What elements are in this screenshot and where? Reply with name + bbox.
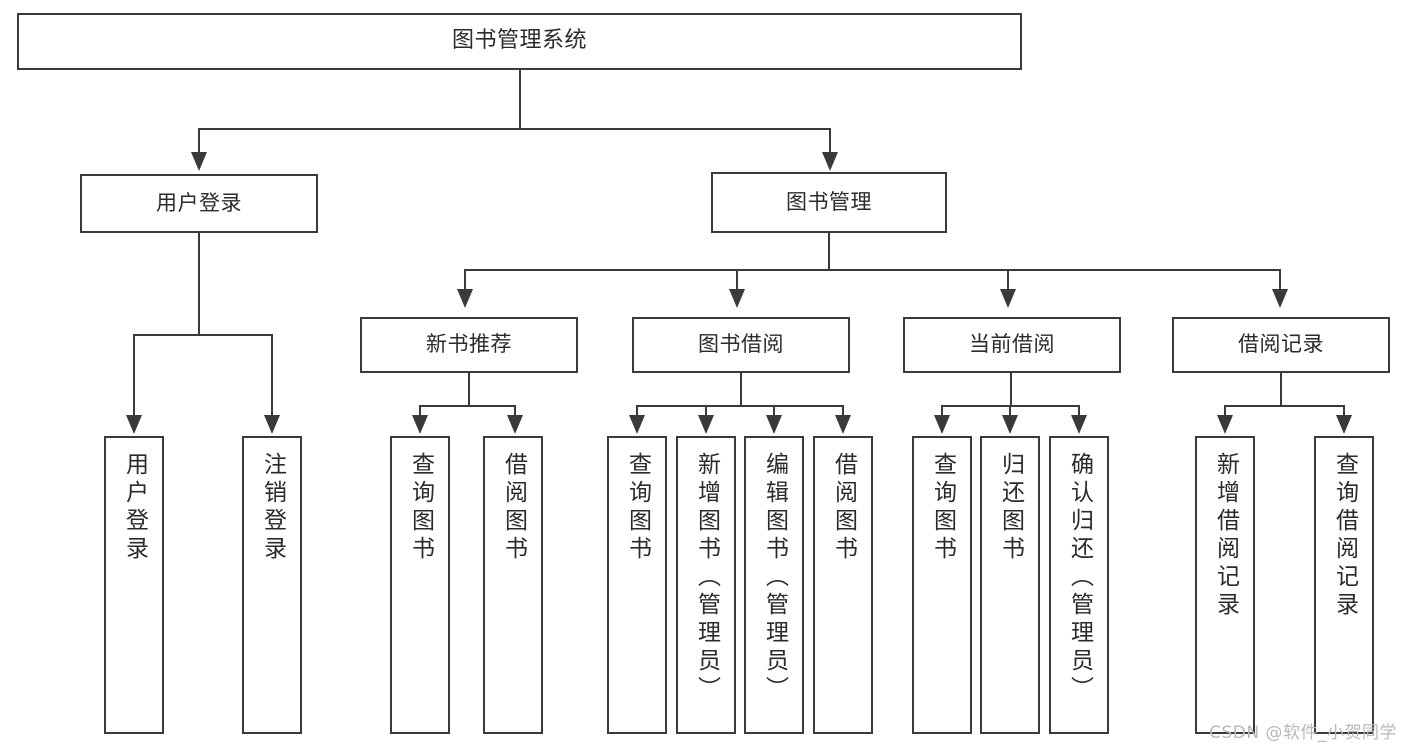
arrowhead-down-icon [822, 152, 838, 171]
connector-bookmgmt-drop-1 [464, 269, 466, 291]
connector-userlogin-drop-1 [133, 334, 135, 417]
leaf-add-book-admin[interactable]: 新增图书（管理员） [676, 436, 736, 734]
connector-bookborrow-drop-3 [773, 405, 775, 417]
connector-currentborrow-drop-3 [1078, 405, 1080, 417]
arrowhead-down-icon [835, 415, 851, 434]
arrowhead-down-icon [729, 289, 745, 308]
node-label: 用户登录 [156, 190, 242, 215]
leaf-query-borrow-record[interactable]: 查询借阅记录 [1314, 436, 1374, 734]
watermark: CSDN @软件_小贺同学 [1209, 723, 1397, 743]
leaf-borrow-book-recommend[interactable]: 借阅图书 [483, 436, 543, 734]
leaf-edit-book-admin[interactable]: 编辑图书（管理员） [744, 436, 804, 734]
arrowhead-down-icon [507, 415, 523, 434]
connector-bookmgmt-bus [464, 269, 1280, 271]
connector-bookborrow-bus [636, 405, 843, 407]
arrowhead-down-icon [698, 415, 714, 434]
node-label: 编辑图书（管理员） [761, 452, 788, 704]
leaf-borrow-book[interactable]: 借阅图书 [813, 436, 873, 734]
arrowhead-down-icon [412, 415, 428, 434]
arrowhead-down-icon [457, 289, 473, 308]
node-label: 新书推荐 [426, 332, 512, 357]
node-label: 归还图书 [997, 452, 1024, 564]
arrowhead-down-icon [264, 415, 280, 434]
node-label: 图书借阅 [698, 332, 784, 357]
arrowhead-down-icon [1336, 415, 1352, 434]
arrowhead-down-icon [1272, 289, 1288, 308]
connector-borrowrecord-bus [1224, 405, 1344, 407]
node-label: 新增借阅记录 [1212, 452, 1239, 620]
arrowhead-down-icon [1002, 415, 1018, 434]
node-level2-book-borrow[interactable]: 图书借阅 [632, 317, 850, 373]
connector-userlogin-stem [198, 233, 200, 335]
leaf-logout[interactable]: 注销登录 [242, 436, 302, 734]
node-level2-new-book-recommend[interactable]: 新书推荐 [360, 317, 578, 373]
connector-newbook-bus [419, 405, 515, 407]
node-label: 图书管理系统 [451, 28, 587, 54]
leaf-user-login[interactable]: 用户登录 [104, 436, 164, 734]
connector-root-bus [198, 128, 830, 130]
leaf-query-book-current[interactable]: 查询图书 [912, 436, 972, 734]
connector-newbook-drop-2 [514, 405, 516, 417]
connector-currentborrow-stem [1010, 373, 1012, 407]
connector-bookborrow-stem [740, 373, 742, 407]
connector-currentborrow-drop-1 [941, 405, 943, 417]
connector-root-drop-left [198, 128, 200, 154]
node-level1-user-login[interactable]: 用户登录 [80, 174, 318, 233]
connector-newbook-stem [468, 373, 470, 407]
node-label: 查询图书 [624, 452, 651, 564]
node-label: 查询借阅记录 [1331, 452, 1358, 620]
arrowhead-down-icon [126, 415, 142, 434]
connector-userlogin-drop-2 [271, 334, 273, 417]
arrowhead-down-icon [1071, 415, 1087, 434]
connector-newbook-drop-1 [419, 405, 421, 417]
arrowhead-down-icon [1000, 289, 1016, 308]
connector-root-stem [519, 70, 521, 129]
arrowhead-down-icon [766, 415, 782, 434]
connector-bookmgmt-drop-2 [736, 269, 738, 291]
arrowhead-down-icon [934, 415, 950, 434]
node-label: 新增图书（管理员） [693, 452, 720, 704]
node-label: 确认归还（管理员） [1066, 452, 1093, 704]
connector-borrowrecord-drop-2 [1343, 405, 1345, 417]
connector-currentborrow-drop-2 [1009, 405, 1011, 417]
node-label: 查询图书 [407, 452, 434, 564]
node-label: 注销登录 [259, 452, 286, 564]
arrowhead-down-icon [191, 152, 207, 171]
connector-borrowrecord-drop-1 [1224, 405, 1226, 417]
connector-userlogin-bus [133, 334, 272, 336]
node-label: 借阅图书 [830, 452, 857, 564]
arrowhead-down-icon [629, 415, 645, 434]
connector-bookmgmt-drop-3 [1007, 269, 1009, 291]
node-level2-current-borrow[interactable]: 当前借阅 [903, 317, 1121, 373]
leaf-add-borrow-record[interactable]: 新增借阅记录 [1195, 436, 1255, 734]
leaf-return-book[interactable]: 归还图书 [980, 436, 1040, 734]
connector-bookborrow-drop-2 [705, 405, 707, 417]
connector-bookborrow-drop-1 [636, 405, 638, 417]
connector-root-drop-right [829, 128, 831, 154]
node-label: 借阅记录 [1238, 332, 1324, 357]
connector-bookborrow-drop-4 [842, 405, 844, 417]
node-root-system[interactable]: 图书管理系统 [17, 13, 1022, 70]
leaf-query-book-borrow[interactable]: 查询图书 [607, 436, 667, 734]
node-label: 借阅图书 [500, 452, 527, 564]
connector-borrowrecord-stem [1280, 373, 1282, 407]
node-label: 图书管理 [786, 189, 872, 214]
node-label: 当前借阅 [969, 332, 1055, 357]
arrowhead-down-icon [1217, 415, 1233, 434]
leaf-query-book-recommend[interactable]: 查询图书 [390, 436, 450, 734]
node-level1-book-management[interactable]: 图书管理 [711, 172, 947, 233]
node-label: 用户登录 [121, 452, 148, 564]
node-label: 查询图书 [929, 452, 956, 564]
node-level2-borrow-record[interactable]: 借阅记录 [1172, 317, 1390, 373]
leaf-confirm-return-admin[interactable]: 确认归还（管理员） [1049, 436, 1109, 734]
connector-bookmgmt-drop-4 [1279, 269, 1281, 291]
connector-bookmgmt-stem [828, 233, 830, 271]
